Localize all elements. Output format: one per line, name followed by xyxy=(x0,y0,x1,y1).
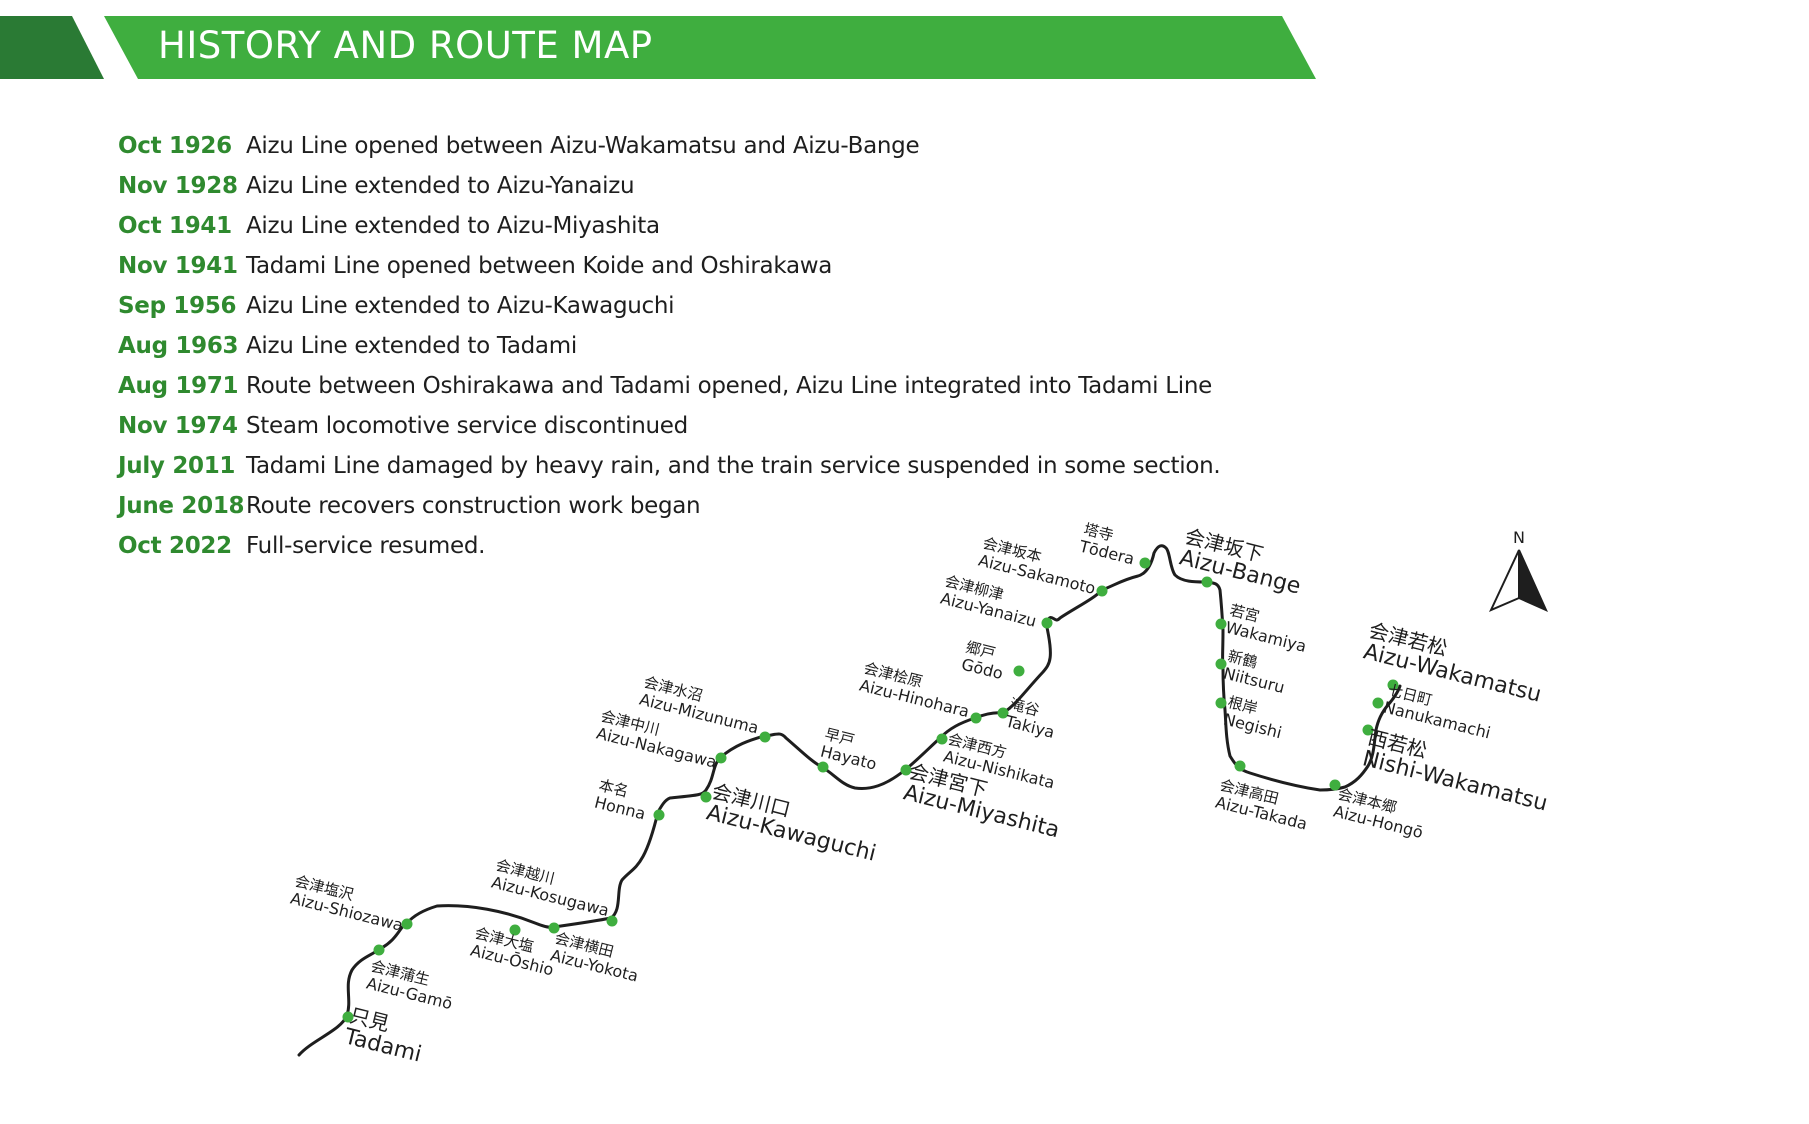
station-dot xyxy=(936,733,948,745)
north-label: N xyxy=(1513,528,1525,547)
north-arrow-right-half xyxy=(1518,549,1548,612)
history-row: Sep 1956 Aizu Line extended to Aizu-Kawag… xyxy=(118,286,1318,326)
banner-dark-tab xyxy=(0,16,104,79)
station-dot xyxy=(759,731,771,743)
history-event: Aizu Line extended to Aizu-Yanaizu xyxy=(246,173,635,199)
history-event: Aizu Line extended to Tadami xyxy=(246,333,577,359)
history-row: Nov 1941 Tadami Line opened between Koide… xyxy=(118,246,1318,286)
station-dot xyxy=(817,761,829,773)
station-dot xyxy=(373,944,385,956)
station-dot xyxy=(970,712,982,724)
history-date: Nov 1974 xyxy=(118,413,238,439)
history-event: Route between Oshirakawa and Tadami open… xyxy=(246,373,1212,399)
history-row: Oct 2022 Full-service resumed. xyxy=(118,526,1318,566)
history-event: Aizu Line extended to Aizu-Kawaguchi xyxy=(246,293,675,319)
history-row: Nov 1974 Steam locomotive service discont… xyxy=(118,406,1318,446)
station-dot xyxy=(1362,724,1374,736)
banner-green-bar xyxy=(104,16,1316,79)
history-row: July 2011 Tadami Line damaged by heavy ra… xyxy=(118,446,1318,486)
history-date: Oct 1941 xyxy=(118,213,232,239)
station-dot xyxy=(606,915,618,927)
history-row: Aug 1971 Route between Oshirakawa and Tad… xyxy=(118,366,1318,406)
history-date: Oct 1926 xyxy=(118,133,232,159)
history-row: Oct 1941 Aizu Line extended to Aizu-Miyas… xyxy=(118,206,1318,246)
station-dot xyxy=(1372,697,1384,709)
station-dot xyxy=(1041,617,1053,629)
station-dot xyxy=(1234,760,1246,772)
history-date: Aug 1963 xyxy=(118,333,239,359)
station-dot xyxy=(1215,658,1227,670)
station-dot xyxy=(653,809,665,821)
station-dot xyxy=(1387,679,1399,691)
north-arrow-left-half xyxy=(1488,549,1520,612)
station-dot xyxy=(1201,576,1213,588)
banner-shape xyxy=(0,16,1316,79)
station-dot xyxy=(700,791,712,803)
north-arrow: N xyxy=(1488,528,1548,612)
header-banner: HISTORY AND ROUTE MAP xyxy=(0,0,1809,90)
history-date: Nov 1941 xyxy=(118,253,238,279)
station-dot xyxy=(1013,665,1025,677)
station-dot xyxy=(997,707,1009,719)
station-dots xyxy=(342,557,1399,1023)
station-dot xyxy=(1139,557,1151,569)
history-date: Oct 2022 xyxy=(118,533,232,559)
station-dot xyxy=(1329,779,1341,791)
history-event: Full-service resumed. xyxy=(246,533,486,559)
station-dot xyxy=(401,918,413,930)
history-row: Oct 1926 Aizu Line opened between Aizu-Wa… xyxy=(118,126,1318,166)
history-date: Aug 1971 xyxy=(118,373,239,399)
history-event: Tadami Line damaged by heavy rain, and t… xyxy=(246,453,1221,479)
history-date: Nov 1928 xyxy=(118,173,238,199)
history-event: Aizu Line opened between Aizu-Wakamatsu … xyxy=(246,133,920,159)
history-row: Aug 1963 Aizu Line extended to Tadami xyxy=(118,326,1318,366)
history-date: July 2011 xyxy=(118,453,236,479)
station-dot xyxy=(548,922,560,934)
history-event: Aizu Line extended to Aizu-Miyashita xyxy=(246,213,660,239)
history-row: Nov 1928 Aizu Line extended to Aizu-Yanai… xyxy=(118,166,1318,206)
station-dot xyxy=(1215,618,1227,630)
station-dot xyxy=(900,764,912,776)
history-date: June 2018 xyxy=(118,493,245,519)
station-dot xyxy=(509,924,521,936)
history-event: Tadami Line opened between Koide and Osh… xyxy=(246,253,833,279)
station-dot xyxy=(715,752,727,764)
station-dot xyxy=(1215,697,1227,709)
history-event: Route recovers construction work began xyxy=(246,493,701,519)
station-dot xyxy=(342,1011,354,1023)
history-event: Steam locomotive service discontinued xyxy=(246,413,688,439)
station-dot xyxy=(1096,585,1108,597)
history-date: Sep 1956 xyxy=(118,293,237,319)
history-list: Oct 1926 Aizu Line opened between Aizu-Wa… xyxy=(118,126,1318,566)
page-title: HISTORY AND ROUTE MAP xyxy=(158,24,653,67)
